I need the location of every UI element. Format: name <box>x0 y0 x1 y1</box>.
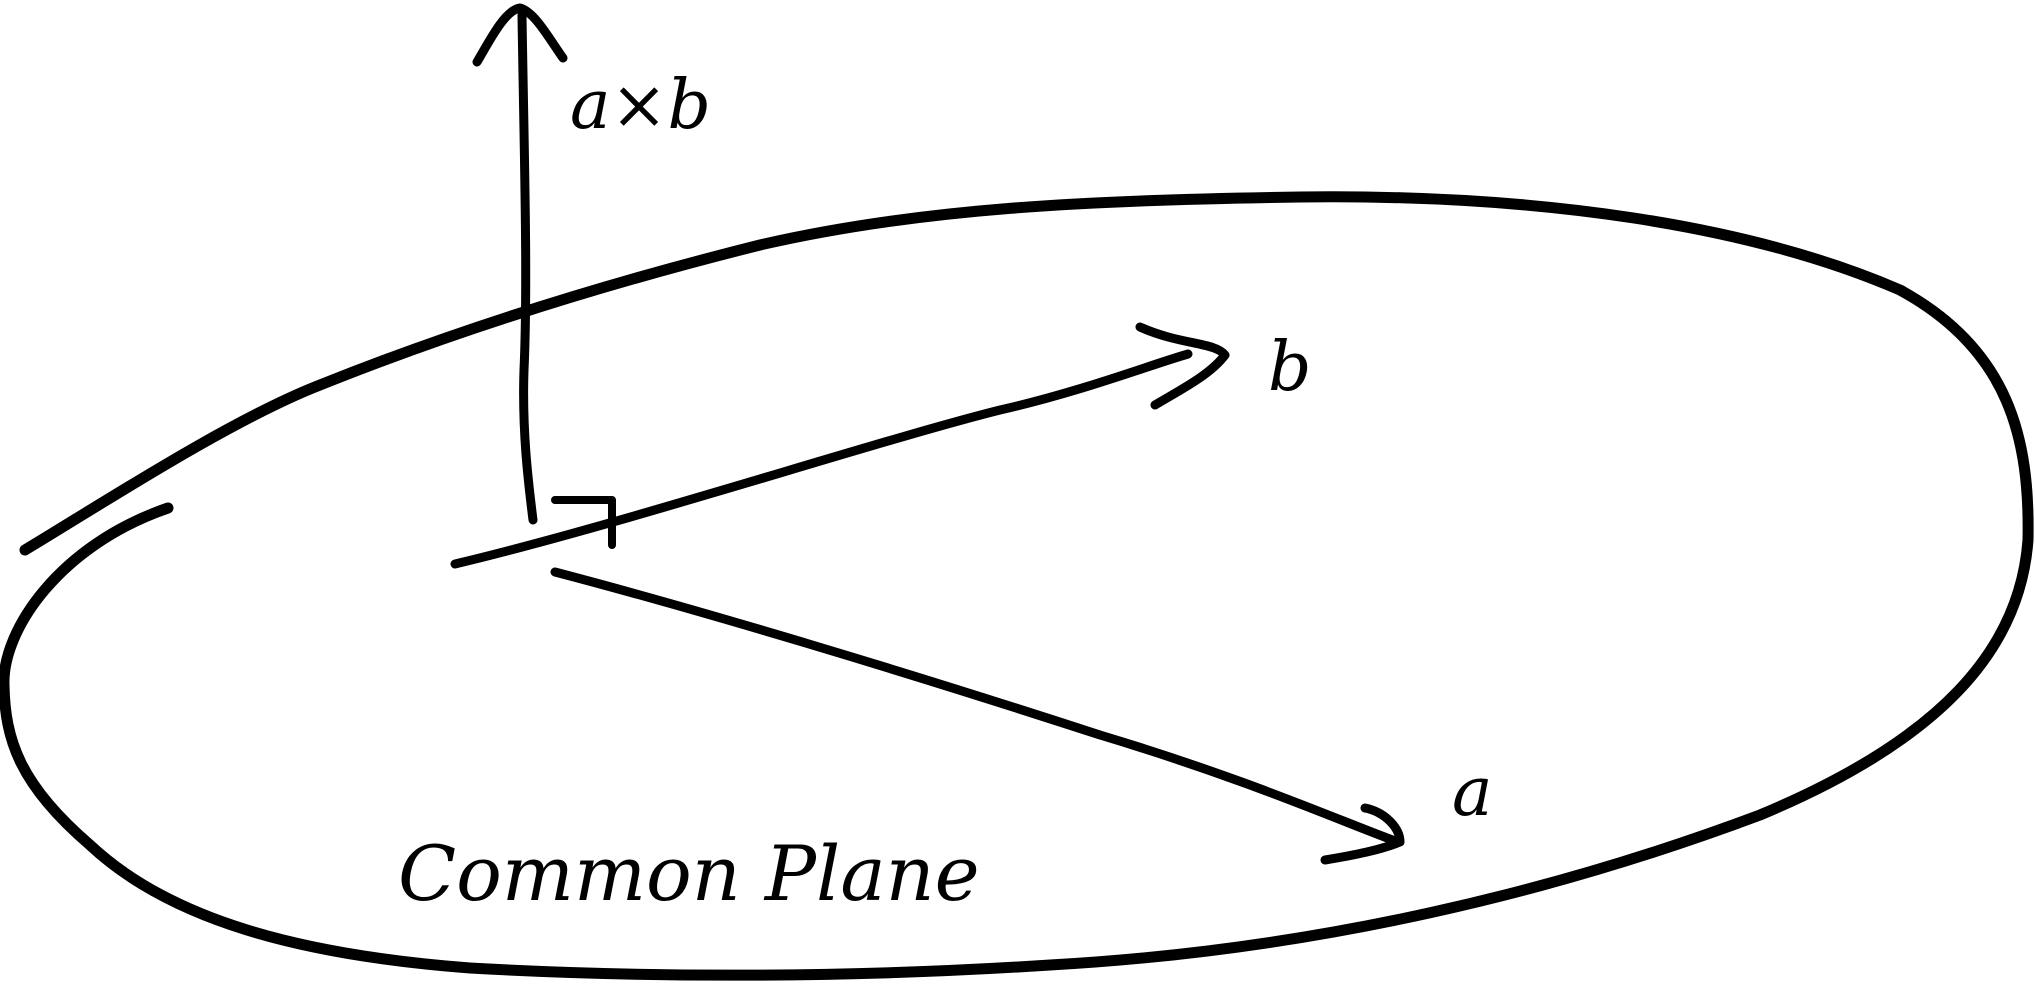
vector-a-label: a <box>1452 753 1493 832</box>
right-angle-marker <box>551 496 616 549</box>
cross-product-label: a×b <box>570 66 711 145</box>
vector-a-line <box>550 567 1403 847</box>
cross-product-arrowhead <box>472 3 568 67</box>
common-plane-label: Common Plane <box>398 829 980 918</box>
vector-a-arrowhead <box>1320 803 1405 865</box>
vector-b-arrowhead <box>1135 322 1230 410</box>
cross-product-vector-line <box>517 10 538 525</box>
common-plane-outline <box>0 191 2034 981</box>
vector-b-line <box>450 349 1193 569</box>
vector-b-label: b <box>1268 328 1312 407</box>
